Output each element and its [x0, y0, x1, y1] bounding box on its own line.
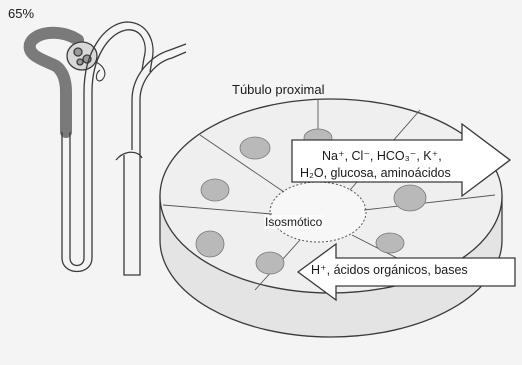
isosmotic-label: Isosmótico — [264, 215, 323, 229]
reabsorbed-solutes-label: H₂O, glucosa, aminoácidos — [300, 166, 451, 180]
lumen — [270, 182, 366, 242]
glomerulus — [67, 42, 97, 70]
secreted-substances-label: H⁺, ácidos orgánicos, bases — [311, 262, 468, 277]
diagram-title: Túbulo proximal — [232, 82, 325, 97]
percentage-label: 65% — [8, 6, 34, 21]
tubule-cross-section — [160, 99, 502, 337]
reabsorbed-ions-label: Na⁺, Cl⁻, HCO₃⁻, K⁺, — [322, 148, 442, 163]
